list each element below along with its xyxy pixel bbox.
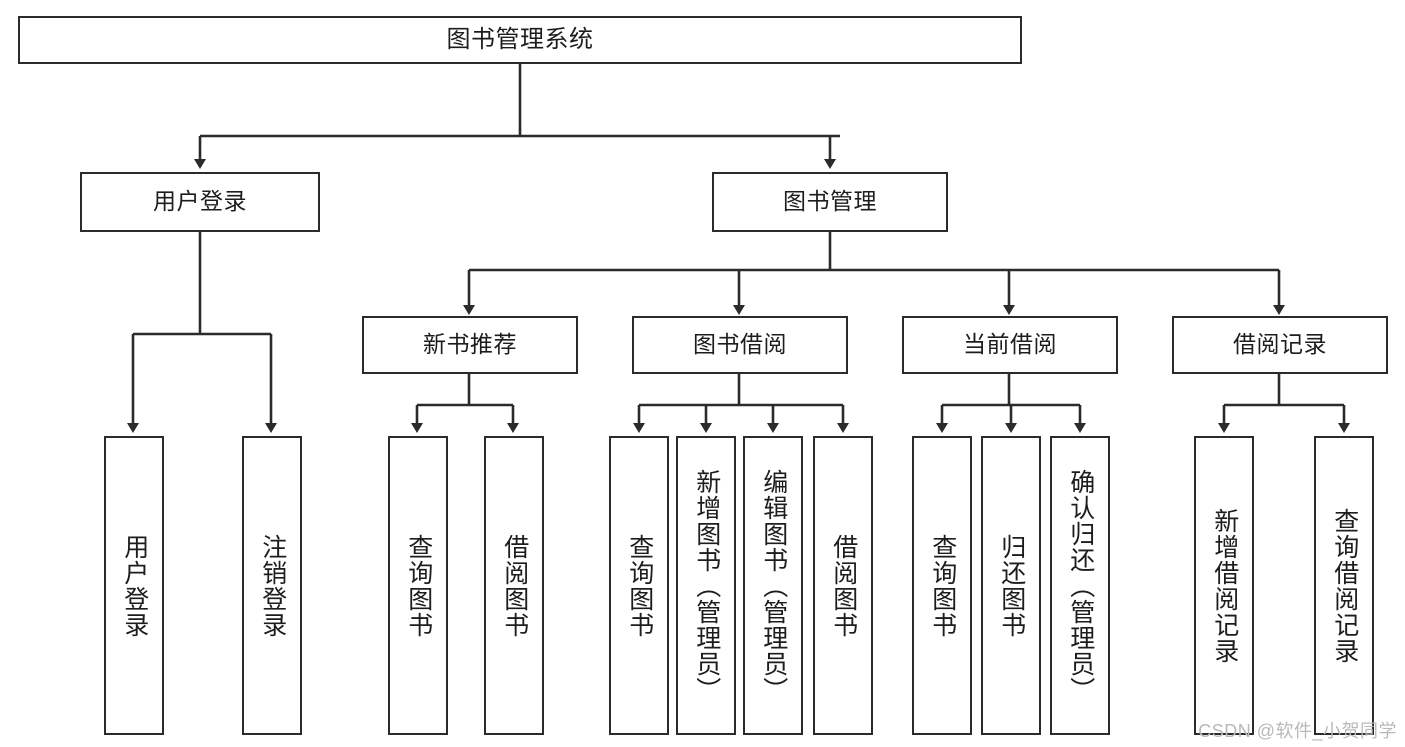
node-borrowing-record[interactable]: 借阅记录 (1172, 316, 1388, 374)
node-leaf-edit-book-admin[interactable]: 编辑图书（管理员） (743, 436, 803, 735)
node-book-management[interactable]: 图书管理 (712, 172, 948, 232)
node-leaf-confirm-return-admin[interactable]: 确认归还（管理员） (1050, 436, 1110, 735)
node-label: 查询图书 (625, 533, 654, 638)
node-label: 编辑图书（管理员） (759, 468, 788, 703)
node-label: 用户登录 (153, 188, 247, 215)
node-leaf-query-book-newbook[interactable]: 查询图书 (388, 436, 448, 735)
node-label: 借阅图书 (500, 533, 529, 638)
node-leaf-logout-login[interactable]: 注销登录 (242, 436, 302, 735)
node-label: 借阅图书 (829, 533, 858, 638)
node-book-borrowing[interactable]: 图书借阅 (632, 316, 848, 374)
node-leaf-return-book[interactable]: 归还图书 (981, 436, 1041, 735)
node-label: 图书管理 (783, 188, 877, 215)
node-leaf-query-book-borrow[interactable]: 查询图书 (609, 436, 669, 735)
node-leaf-add-borrow-record[interactable]: 新增借阅记录 (1194, 436, 1254, 735)
node-label: 查询借阅记录 (1330, 507, 1359, 664)
node-new-book-recommendation[interactable]: 新书推荐 (362, 316, 578, 374)
node-label: 新书推荐 (423, 331, 517, 358)
node-label: 借阅记录 (1233, 331, 1327, 358)
node-label: 图书借阅 (693, 331, 787, 358)
node-label: 新增图书（管理员） (692, 468, 721, 703)
node-label: 用户登录 (120, 533, 149, 638)
node-label: 查询图书 (404, 533, 433, 638)
node-label: 查询图书 (928, 533, 957, 638)
node-leaf-user-login[interactable]: 用户登录 (104, 436, 164, 735)
node-root-book-management-system[interactable]: 图书管理系统 (18, 16, 1022, 64)
node-leaf-query-book-current[interactable]: 查询图书 (912, 436, 972, 735)
node-user-login[interactable]: 用户登录 (80, 172, 320, 232)
node-label: 新增借阅记录 (1210, 507, 1239, 664)
node-label: 归还图书 (997, 533, 1026, 638)
node-label: 注销登录 (258, 533, 287, 638)
node-label: 确认归还（管理员） (1066, 468, 1095, 703)
watermark-text: CSDN @软件_小贺同学 (1198, 721, 1397, 741)
node-leaf-add-book-admin[interactable]: 新增图书（管理员） (676, 436, 736, 735)
node-leaf-borrow-book-newbook[interactable]: 借阅图书 (484, 436, 544, 735)
node-leaf-query-borrow-record[interactable]: 查询借阅记录 (1314, 436, 1374, 735)
node-label: 图书管理系统 (446, 25, 594, 53)
node-current-borrowing[interactable]: 当前借阅 (902, 316, 1118, 374)
node-label: 当前借阅 (963, 331, 1057, 358)
node-leaf-borrow-book-borrow[interactable]: 借阅图书 (813, 436, 873, 735)
